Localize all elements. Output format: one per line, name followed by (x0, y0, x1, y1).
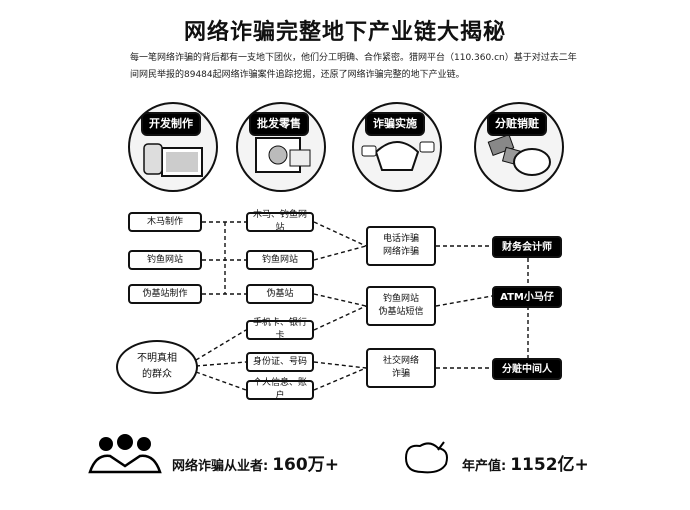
scam-box-2: 钓鱼网站 伪基站短信 (366, 286, 436, 326)
practitioners-label: 网络诈骗从业者: (172, 459, 269, 474)
wholesale-box-1: 木马、钓鱼网站 (246, 210, 314, 233)
wholesale-box-2: 钓鱼网站 (246, 250, 314, 270)
scam-box-1: 电话诈骗 网络诈骗 (366, 226, 436, 266)
dev-box-fake-station: 伪基站制作 (128, 284, 202, 304)
stage-label-wholesale: 批发零售 (249, 112, 309, 136)
dev-box-phishing: 钓鱼网站 (128, 250, 202, 270)
unwitting-public-oval: 不明真相 的群众 (116, 340, 198, 394)
launder-box-atm: ATM小马仔 (492, 286, 562, 308)
annual-value-stat: 年产值:1152亿+ (462, 450, 589, 475)
money-pig-icon (487, 134, 551, 176)
annual-label: 年产值: (462, 459, 507, 474)
launder-box-middleman: 分赃中间人 (492, 358, 562, 380)
people-group-icon (88, 434, 162, 474)
annual-value: 1152亿+ (510, 455, 589, 475)
page-title: 网络诈骗完整地下产业链大揭秘 (183, 20, 506, 45)
stage-label-scam: 诈骗实施 (365, 112, 425, 136)
stage-label-launder: 分赃销赃 (487, 112, 547, 136)
dev-box-trojan: 木马制作 (128, 212, 202, 232)
wholesale-box-4: 手机卡、银行卡 (246, 318, 314, 341)
stage-label-dev: 开发制作 (141, 112, 201, 136)
wholesale-box-6: 个人信息、账户 (246, 378, 314, 401)
intro-text: 每一笔网络诈骗的背后都有一支地下团伙，他们分工明确、合作紧密。猎网平台（110.… (130, 53, 577, 80)
scam-devices-icon (361, 141, 435, 171)
practitioners-stat: 网络诈骗从业者:160万+ (172, 450, 339, 475)
money-bag-icon (404, 441, 448, 474)
practitioners-value: 160万+ (272, 455, 339, 475)
scam-box-3: 社交网络 诈骗 (366, 348, 436, 388)
wholesale-box-3: 伪基站 (246, 284, 314, 304)
wholesale-box-5: 身份证、号码 (246, 352, 314, 372)
photo-cards-icon (255, 137, 311, 173)
launder-box-accountant: 财务会计师 (492, 236, 562, 258)
laptop-icon (143, 143, 203, 177)
